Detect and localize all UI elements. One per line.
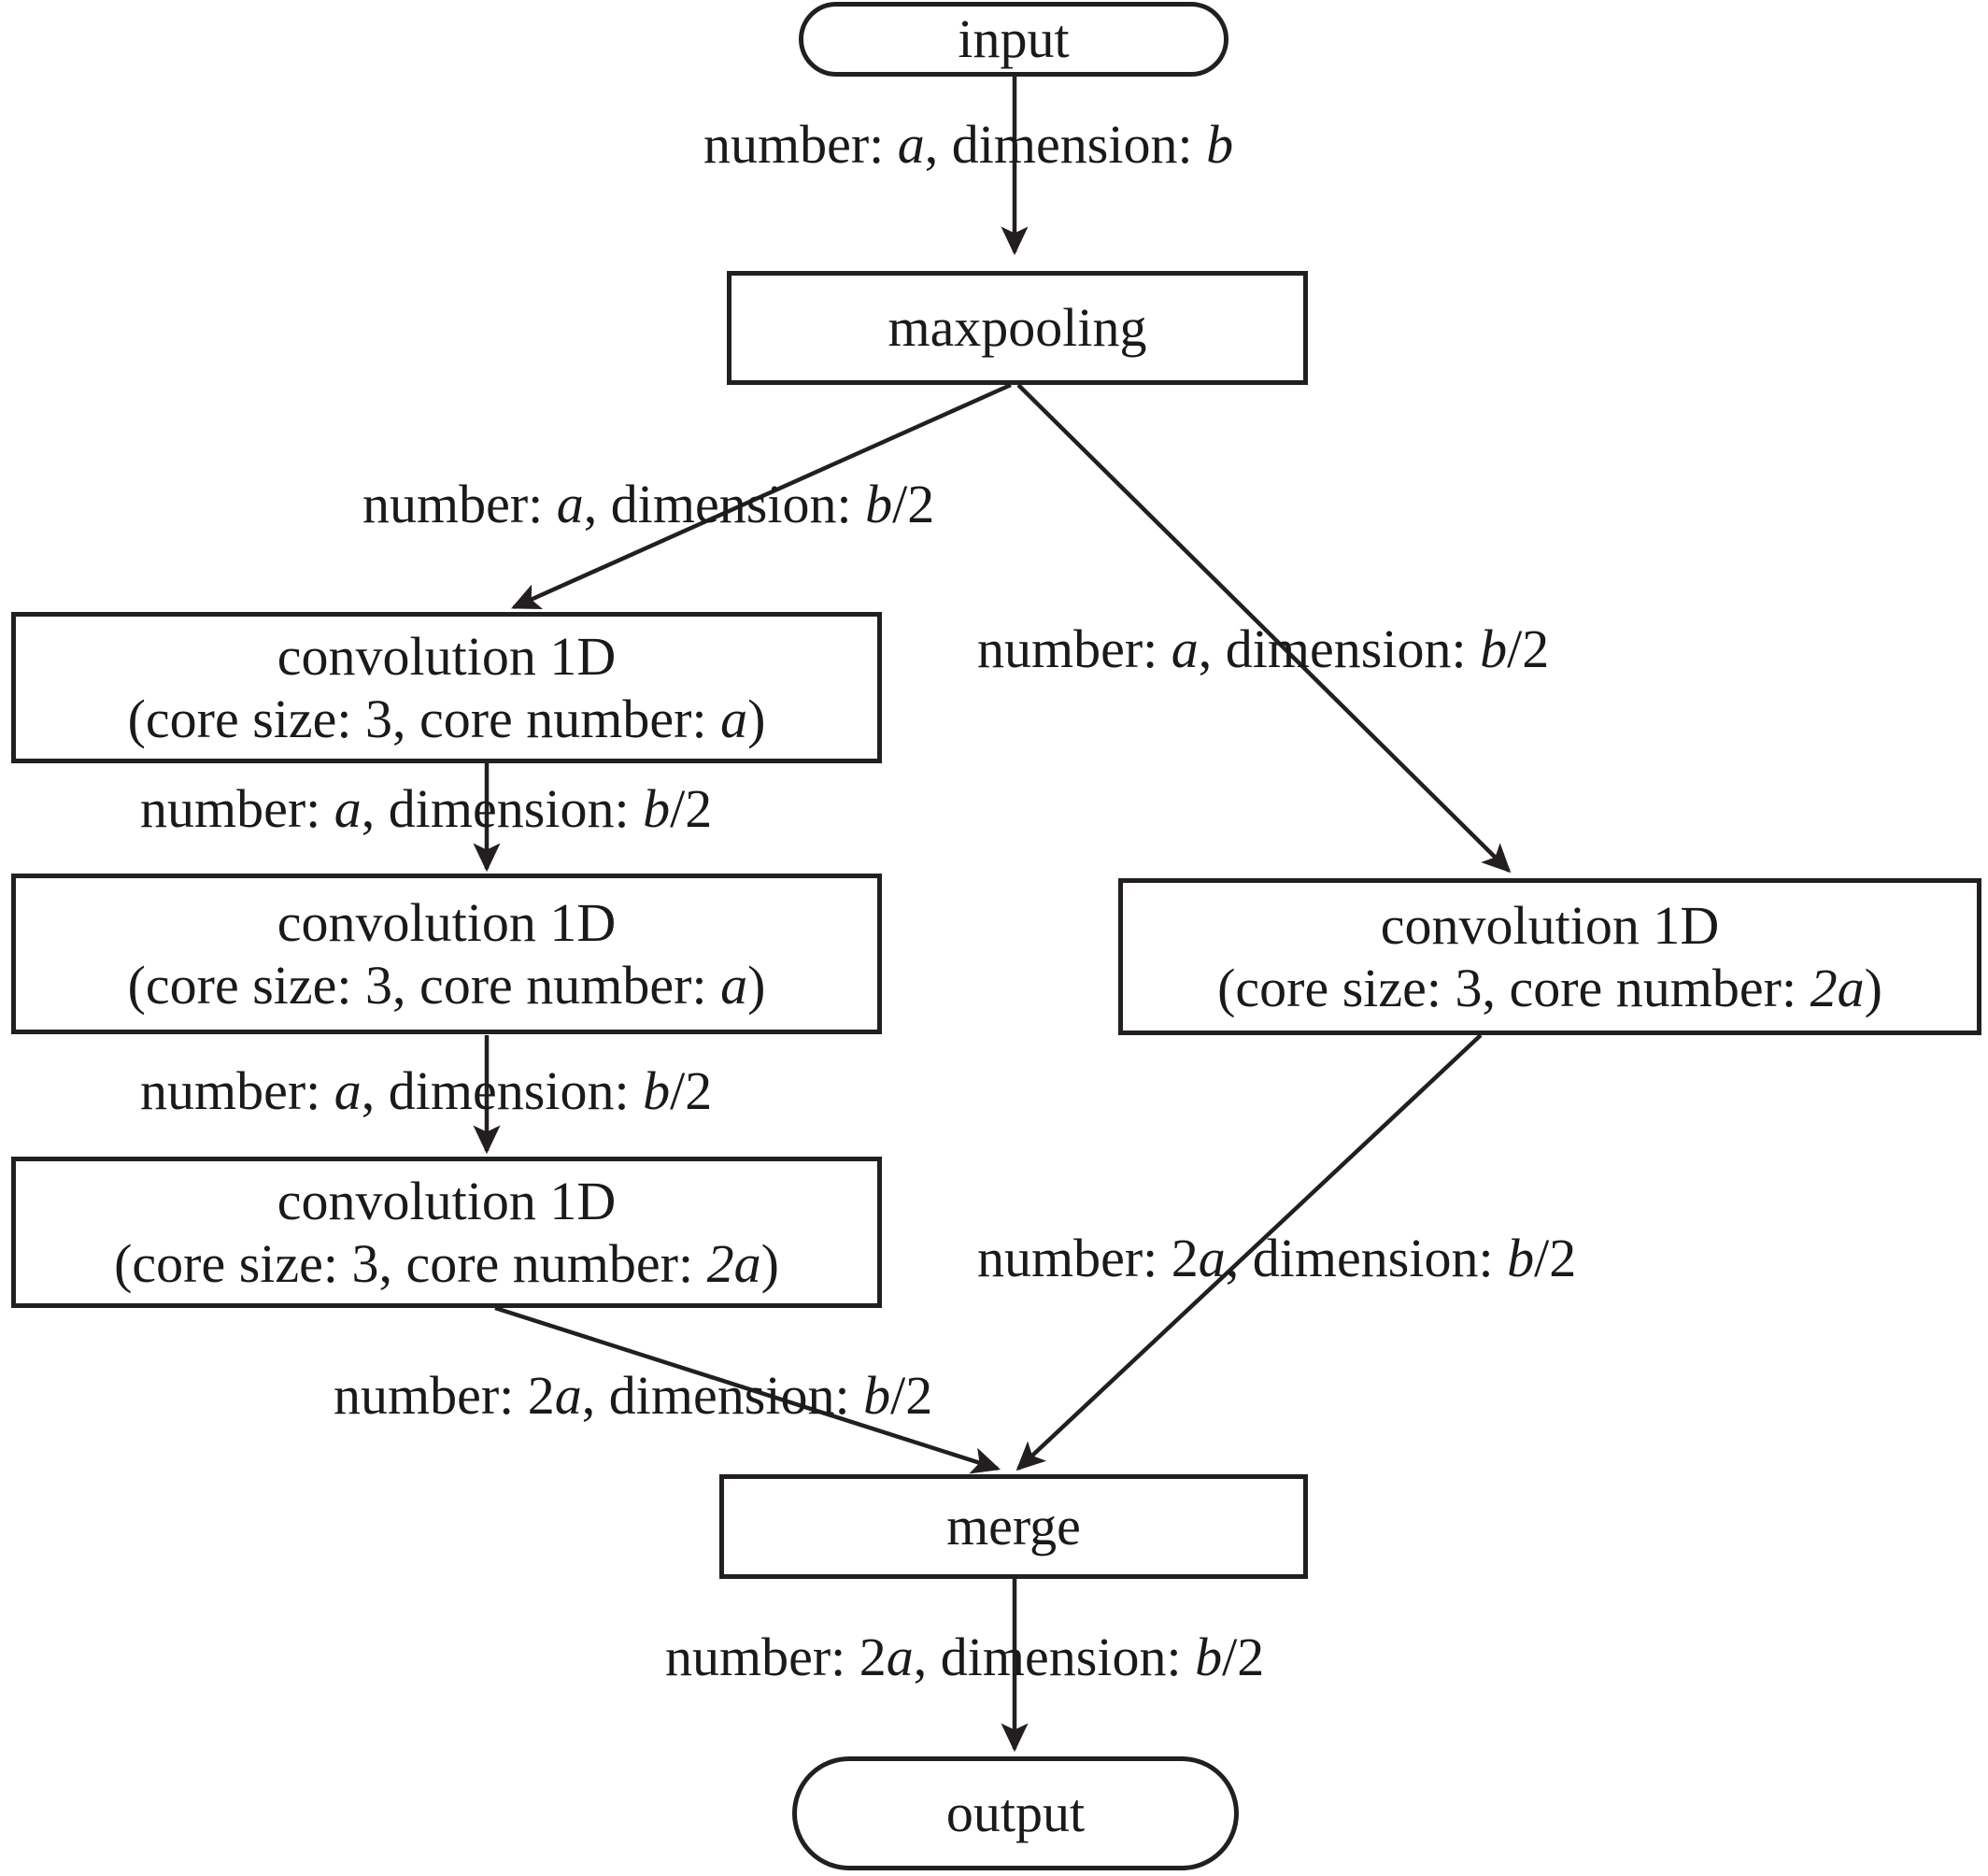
node-convolution-left-3-line1: convolution 1D bbox=[277, 1170, 617, 1231]
node-output[interactable]: output bbox=[792, 1756, 1239, 1870]
node-convolution-right-1[interactable]: convolution 1D (core size: 3, core numbe… bbox=[1118, 878, 1981, 1035]
node-convolution-left-2-line2: (core size: 3, core number: a) bbox=[127, 955, 766, 1016]
node-convolution-left-1-line2: (core size: 3, core number: a) bbox=[127, 689, 766, 749]
node-convolution-left-1-line1: convolution 1D bbox=[277, 625, 617, 687]
edge-label-conv-left-2-to-conv-left-3: number: a, dimension: b/2 bbox=[140, 1060, 713, 1121]
node-convolution-left-2-line1: convolution 1D bbox=[277, 891, 617, 953]
node-merge[interactable]: merge bbox=[719, 1474, 1308, 1579]
node-convolution-right-1-line1: convolution 1D bbox=[1380, 894, 1720, 956]
edge-label-maxpooling-to-conv-right-1: number: a, dimension: b/2 bbox=[977, 618, 1550, 679]
node-convolution-left-3-line2: (core size: 3, core number: 2a) bbox=[114, 1233, 779, 1294]
node-convolution-left-3[interactable]: convolution 1D (core size: 3, core numbe… bbox=[11, 1157, 882, 1308]
node-merge-label: merge bbox=[946, 1496, 1081, 1557]
node-input[interactable]: input bbox=[799, 2, 1228, 77]
node-input-label: input bbox=[958, 8, 1070, 70]
edge-label-conv-left-3-to-merge: number: 2a, dimension: b/2 bbox=[334, 1365, 933, 1426]
node-maxpooling-label: maxpooling bbox=[888, 297, 1147, 359]
edge-label-merge-to-output: number: 2a, dimension: b/2 bbox=[665, 1627, 1265, 1687]
node-convolution-left-1[interactable]: convolution 1D (core size: 3, core numbe… bbox=[11, 612, 882, 763]
edge-label-maxpooling-to-conv-left-1: number: a, dimension: b/2 bbox=[362, 474, 935, 534]
node-convolution-right-1-line2: (core size: 3, core number: 2a) bbox=[1217, 958, 1882, 1018]
node-output-label: output bbox=[945, 1783, 1086, 1844]
edge-label-conv-right-1-to-merge: number: 2a, dimension: b/2 bbox=[977, 1228, 1577, 1288]
node-maxpooling[interactable]: maxpooling bbox=[727, 271, 1308, 385]
edge-label-conv-left-1-to-conv-left-2: number: a, dimension: b/2 bbox=[140, 778, 713, 839]
node-convolution-left-2[interactable]: convolution 1D (core size: 3, core numbe… bbox=[11, 874, 882, 1034]
edge-label-input-to-maxpooling: number: a, dimension: b bbox=[703, 114, 1234, 175]
